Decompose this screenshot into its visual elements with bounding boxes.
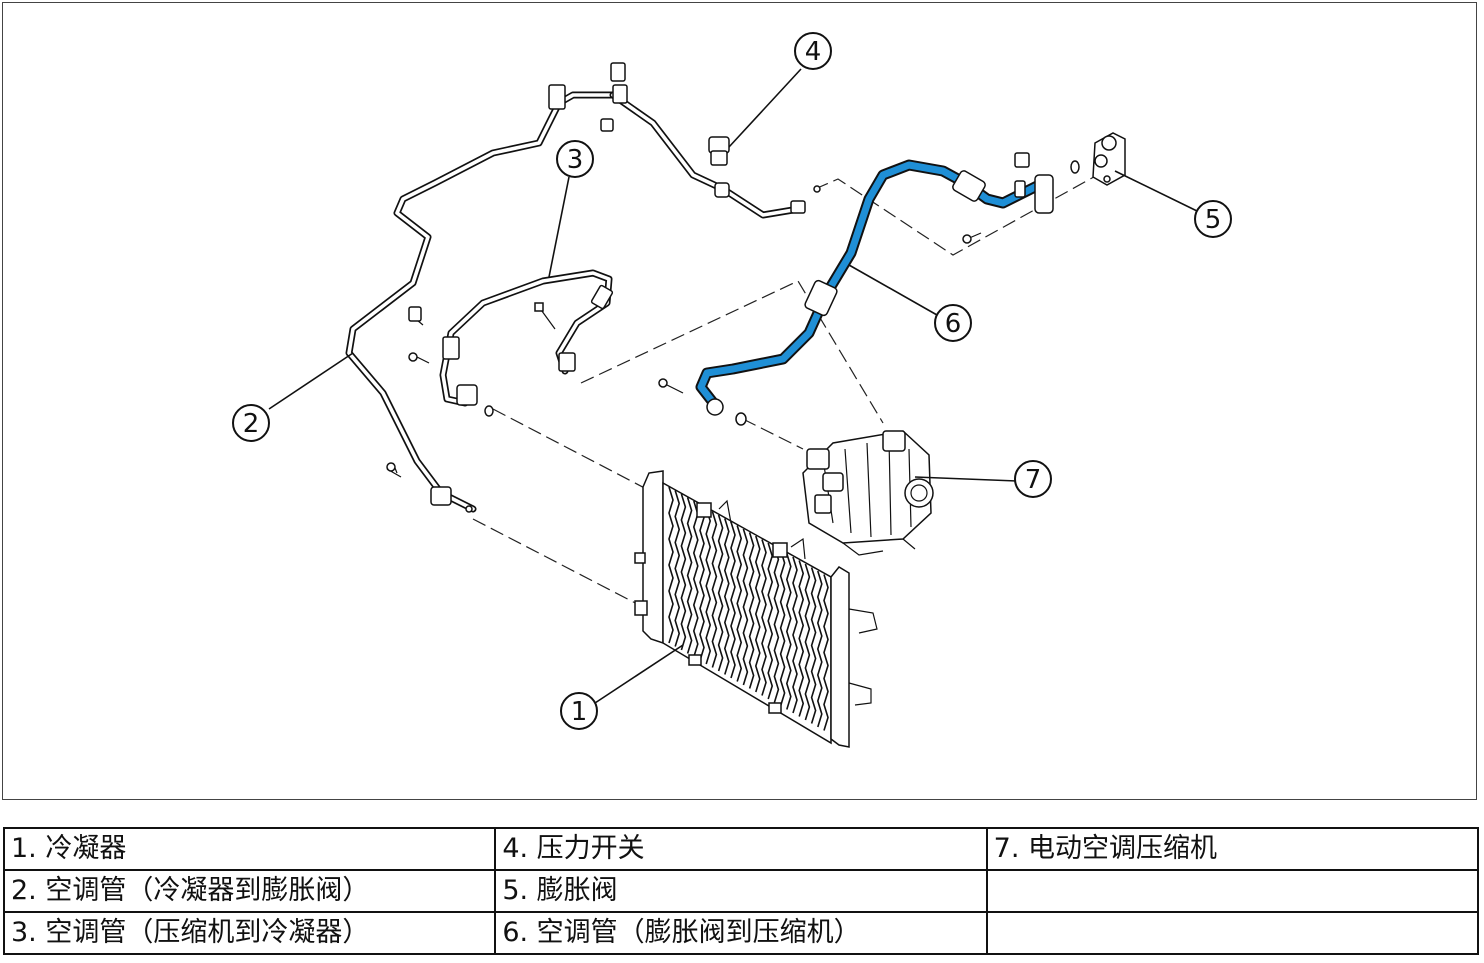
condenser-fin [674,490,681,647]
callout-1: 1 [560,692,598,730]
expansion-valve [1092,132,1126,186]
condenser-fin [736,525,743,682]
condenser-fin [748,532,755,689]
legend-cell: 7. 电动空调压缩机 [985,827,1480,871]
condenser-fin [823,574,829,731]
condenser-fin [668,486,674,644]
svg-text:3: 3 [567,145,584,175]
ac-system-diagram: 1 2 3 4 5 6 7 [232,32,1232,748]
legend-row: 3. 空调管（压缩机到冷凝器） 6. 空调管（膨胀阀到压缩机） [2,911,1480,955]
callout-3: 3 [556,140,594,178]
condenser-fin [680,493,687,651]
svg-text:5: 5 [1205,205,1222,235]
ac-pipe-compressor-to-condenser [408,269,614,417]
parts-legend-table: 1. 冷凝器 4. 压力开关 7. 电动空调压缩机 2. 空调管（冷凝器到膨胀阀… [2,827,1480,955]
condenser-fin [742,528,749,686]
callout-5: 5 [1194,200,1232,238]
legend-cell: 1. 冷凝器 [2,827,497,871]
legend-row: 2. 空调管（冷凝器到膨胀阀） 5. 膨胀阀 [2,869,1480,913]
pressure-switch [708,136,730,166]
condenser-fin [785,553,792,710]
callout-6: 6 [934,304,972,342]
svg-text:2: 2 [243,409,260,439]
condenser-fin [816,570,823,728]
svg-text:6: 6 [945,309,962,339]
condenser-fin [754,535,761,693]
diagram-frame: 1 2 3 4 5 6 7 [2,2,1477,800]
condenser-fin [699,504,705,661]
legend-cell: 2. 空调管（冷凝器到膨胀阀） [2,869,497,913]
ac-pipe-condenser-to-expansion-valve [345,62,821,513]
callout-7: 7 [1014,460,1052,498]
condenser-fin [730,521,736,679]
condenser-fin [810,567,817,724]
condenser-fin [804,563,811,721]
ac-hose-expansion-valve-to-compressor [658,152,1080,426]
condenser-fin [773,546,780,703]
svg-text:7: 7 [1025,465,1042,495]
legend-cell [985,869,1480,913]
condenser-fin [792,556,798,714]
svg-text:4: 4 [805,37,822,67]
callout-2: 2 [232,404,270,442]
legend-cell: 6. 空调管（膨胀阀到压缩机） [494,911,988,955]
legend-cell: 5. 膨胀阀 [494,869,988,913]
condenser [634,470,878,748]
condenser-fin [798,560,805,717]
condenser-fins [668,486,829,731]
electric-ac-compressor [802,430,934,556]
condenser-fin [686,497,693,654]
condenser-fin [711,511,718,668]
condenser-fin [761,539,767,696]
condenser-fin [767,542,774,700]
legend-cell [985,911,1480,955]
legend-cell: 4. 压力开关 [494,827,988,871]
condenser-fin [705,507,712,665]
legend-row: 1. 冷凝器 4. 压力开关 7. 电动空调压缩机 [2,827,1480,871]
leader-lines [268,68,1198,704]
condenser-fin [779,549,786,707]
condenser-fin [692,500,699,658]
callout-4: 4 [794,32,832,70]
svg-text:1: 1 [571,697,588,727]
legend-cell: 3. 空调管（压缩机到冷凝器） [2,911,497,955]
condenser-fin [723,518,730,675]
assembly-dashed-lines [472,172,1102,608]
condenser-fin [717,514,724,672]
